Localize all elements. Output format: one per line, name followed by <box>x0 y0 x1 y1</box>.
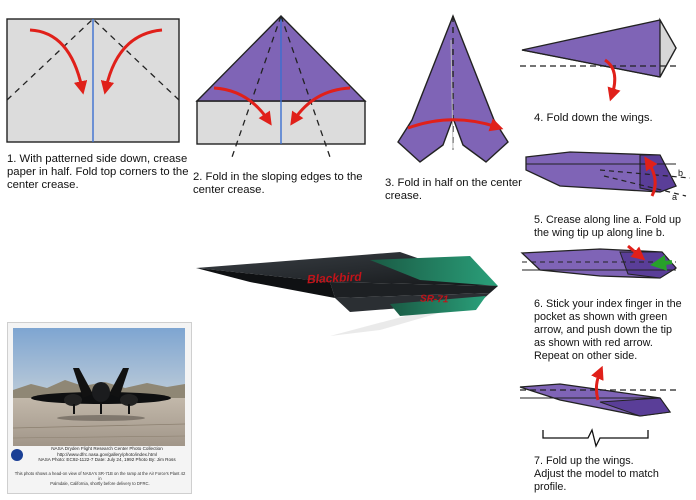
line-b-label: b <box>678 168 683 178</box>
step7-caption: 7. Fold up the wings. Adjust the model t… <box>534 455 659 493</box>
plane-code-label: SR-71 <box>419 293 449 306</box>
step6-caption: 6. Stick your index finger in the pocket… <box>534 298 682 362</box>
sr71-photo <box>12 328 186 446</box>
step1-caption: 1. With patterned side down, crease pape… <box>7 153 189 191</box>
step4-paper <box>520 17 677 102</box>
nasa-logo <box>11 449 23 461</box>
plane-name-label: Blackbird <box>306 269 363 287</box>
step5-caption: 5. Crease along line a. Fold up the wing… <box>534 214 682 239</box>
step6-paper <box>520 244 677 279</box>
step2-caption: 2. Fold in the sloping edges to the cent… <box>193 171 363 196</box>
step5-paper: b a <box>525 151 691 202</box>
photo-caption: NASA Dryden Flight Research Center Photo… <box>38 446 176 463</box>
photo-footer: This photo shows a head-on view of NASA'… <box>14 471 186 486</box>
step4-caption: 4. Fold down the wings. <box>534 112 653 124</box>
line-a-label: a <box>672 192 677 202</box>
step2-paper <box>195 15 367 161</box>
step7-paper <box>519 365 676 448</box>
step3-caption: 3. Fold in half on the center crease. <box>385 177 522 202</box>
step3-paper <box>397 14 509 163</box>
step1-paper <box>6 18 180 143</box>
paper-plane-model <box>196 252 498 336</box>
sr71-photo-card: NASA Dryden Flight Research Center Photo… <box>7 322 192 494</box>
